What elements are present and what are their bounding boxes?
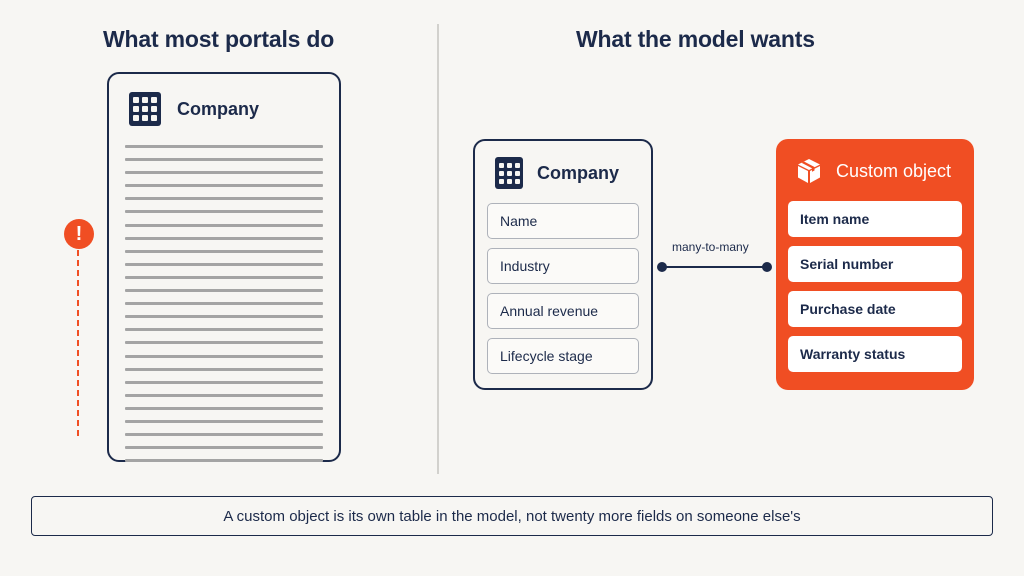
relationship-line bbox=[662, 266, 767, 268]
card-header: Custom object bbox=[796, 155, 951, 187]
field-line bbox=[125, 145, 323, 148]
custom-object-card: Custom object Item name Serial number Pu… bbox=[776, 139, 974, 390]
card-title: Custom object bbox=[836, 160, 952, 181]
card-header: Company bbox=[129, 92, 259, 126]
field-line bbox=[125, 223, 323, 227]
left-heading: What most portals do bbox=[103, 26, 335, 52]
field-line bbox=[125, 406, 323, 410]
field-line bbox=[125, 302, 323, 306]
field-line bbox=[125, 367, 323, 371]
field-line bbox=[125, 459, 323, 463]
relationship-label: many-to-many bbox=[672, 240, 749, 254]
field-line bbox=[125, 393, 323, 397]
building-icon bbox=[495, 157, 523, 189]
field-line bbox=[125, 446, 323, 450]
field-line bbox=[125, 236, 323, 240]
warning-dashed-line bbox=[77, 250, 79, 436]
card-title: Company bbox=[177, 98, 260, 119]
field-line bbox=[125, 419, 323, 423]
field-line bbox=[125, 158, 323, 162]
relationship-endpoint bbox=[657, 262, 667, 272]
field-line bbox=[125, 184, 323, 188]
field-line bbox=[125, 328, 323, 332]
field-name: Name bbox=[487, 203, 639, 239]
card-title: Company bbox=[537, 162, 620, 183]
column-divider bbox=[437, 24, 439, 474]
field-line bbox=[125, 210, 323, 214]
warning-icon: ! bbox=[64, 219, 94, 249]
relationship-endpoint bbox=[762, 262, 772, 272]
field-line bbox=[125, 249, 323, 253]
field-line bbox=[125, 341, 323, 345]
field-serial-number: Serial number bbox=[788, 246, 962, 282]
field-item-name: Item name bbox=[788, 201, 962, 237]
field-line bbox=[125, 275, 323, 279]
building-icon bbox=[129, 92, 161, 126]
field-line bbox=[125, 354, 323, 358]
field-line bbox=[125, 197, 323, 201]
field-lines bbox=[125, 145, 323, 472]
box-icon bbox=[798, 159, 820, 183]
card-header: Company bbox=[495, 157, 619, 189]
field-line bbox=[125, 380, 323, 384]
field-purchase-date: Purchase date bbox=[788, 291, 962, 327]
field-lifecycle-stage: Lifecycle stage bbox=[487, 338, 639, 374]
field-annual-revenue: Annual revenue bbox=[487, 293, 639, 329]
field-warranty-status: Warranty status bbox=[788, 336, 962, 372]
caption: A custom object is its own table in the … bbox=[31, 496, 993, 536]
field-line bbox=[125, 262, 323, 266]
field-line bbox=[125, 315, 323, 319]
bloated-company-card: Company bbox=[107, 72, 341, 463]
field-line bbox=[125, 433, 323, 437]
field-line bbox=[125, 289, 323, 293]
field-industry: Industry bbox=[487, 248, 639, 284]
field-line bbox=[125, 171, 323, 175]
company-card: Company Name Industry Annual revenue Lif… bbox=[473, 139, 653, 390]
right-heading: What the model wants bbox=[576, 26, 815, 52]
